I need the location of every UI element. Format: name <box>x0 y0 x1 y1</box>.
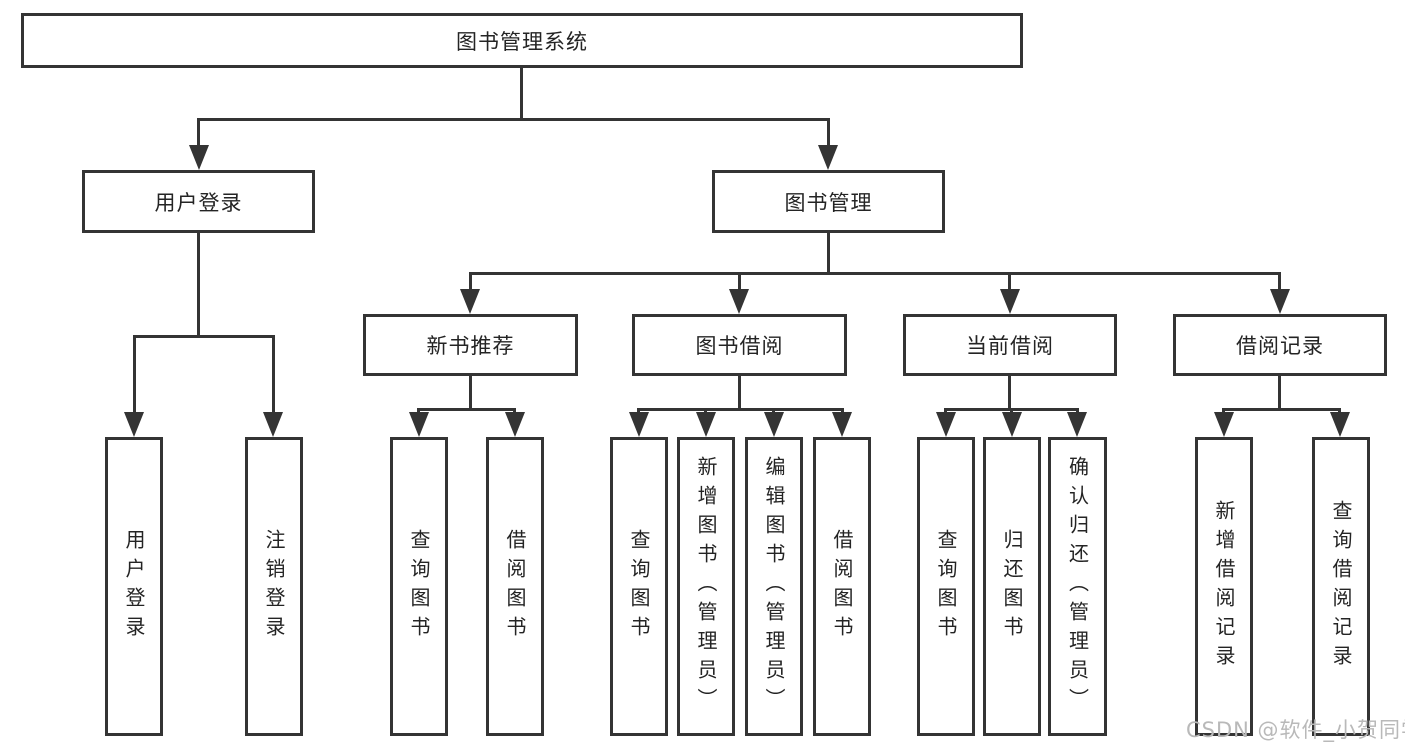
node-label: 借阅记录 <box>1236 334 1324 358</box>
leaf-user-login: 用户登录 <box>105 437 163 736</box>
leaf-query-books-recommend: 查询图书 <box>390 437 448 736</box>
node-book-borrowing: 图书借阅 <box>632 314 847 376</box>
node-label: 编辑图书（管理员） <box>762 456 786 717</box>
node-label: 查询图书 <box>934 528 958 645</box>
node-root-library-system: 图书管理系统 <box>21 13 1023 68</box>
tree-edge <box>1222 408 1341 411</box>
node-borrowing-records: 借阅记录 <box>1173 314 1387 376</box>
leaf-borrow-books-borrowing: 借阅图书 <box>813 437 871 736</box>
leaf-add-book-admin: 新增图书（管理员） <box>677 437 735 736</box>
tree-edge <box>133 335 136 414</box>
node-label: 确认归还（管理员） <box>1065 456 1090 717</box>
tree-edge <box>841 408 844 415</box>
leaf-add-borrow-record: 新增借阅记录 <box>1195 437 1253 736</box>
tree-edge <box>1222 408 1225 415</box>
arrow-down-icon <box>263 412 283 437</box>
node-label: 查询图书 <box>407 528 431 645</box>
tree-edge <box>469 272 1281 275</box>
node-label: 新增图书（管理员） <box>694 456 718 717</box>
tree-edge <box>1076 408 1079 415</box>
arrow-down-icon <box>764 412 784 437</box>
arrow-down-icon <box>409 412 429 437</box>
tree-edge <box>637 408 843 411</box>
tree-edge <box>704 408 707 415</box>
tree-edge <box>417 408 516 411</box>
tree-edge <box>197 118 200 147</box>
arrow-down-icon <box>729 289 749 314</box>
arrow-down-icon <box>1000 289 1020 314</box>
tree-edge <box>827 233 830 272</box>
tree-edge <box>197 118 830 121</box>
tree-edge <box>520 68 523 118</box>
tree-edge <box>469 272 472 291</box>
node-current-borrowing: 当前借阅 <box>903 314 1117 376</box>
leaf-logout: 注销登录 <box>245 437 303 736</box>
node-new-book-recommendation: 新书推荐 <box>363 314 578 376</box>
leaf-query-borrow-record: 查询借阅记录 <box>1312 437 1370 736</box>
arrow-down-icon <box>936 412 956 437</box>
arrow-down-icon <box>124 412 144 437</box>
tree-edge <box>417 408 420 415</box>
arrow-down-icon <box>1330 412 1350 437</box>
tree-edge <box>637 408 640 415</box>
arrow-down-icon <box>629 412 649 437</box>
node-label: 图书管理系统 <box>456 29 588 54</box>
tree-edge <box>1278 376 1281 408</box>
node-label: 注销登录 <box>262 528 286 645</box>
node-label: 用户登录 <box>122 528 146 645</box>
node-label: 查询借阅记录 <box>1329 499 1353 674</box>
tree-edge <box>738 376 741 408</box>
leaf-borrow-books-recommend: 借阅图书 <box>486 437 544 736</box>
arrow-down-icon <box>818 145 838 170</box>
tree-edge <box>133 335 275 338</box>
tree-edge <box>1008 272 1011 291</box>
node-label: 查询图书 <box>627 528 651 645</box>
tree-edge <box>197 233 200 335</box>
node-label: 借阅图书 <box>503 528 527 645</box>
csdn-watermark: CSDN @软件_小贺同学 <box>1186 718 1405 742</box>
node-label: 归还图书 <box>1000 528 1024 645</box>
node-label: 用户登录 <box>154 190 243 215</box>
tree-edge <box>513 408 516 415</box>
node-label: 新增借阅记录 <box>1212 499 1236 674</box>
arrow-down-icon <box>1067 412 1087 437</box>
node-book-management: 图书管理 <box>712 170 945 233</box>
tree-edge <box>827 118 830 147</box>
node-label: 借阅图书 <box>830 528 854 645</box>
arrow-down-icon <box>189 145 209 170</box>
leaf-confirm-return-admin: 确认归还（管理员） <box>1048 437 1107 736</box>
leaf-query-books-borrowing: 查询图书 <box>610 437 668 736</box>
arrow-down-icon <box>1002 412 1022 437</box>
arrow-down-icon <box>1214 412 1234 437</box>
arrow-down-icon <box>832 412 852 437</box>
tree-edge <box>772 408 775 415</box>
tree-edge <box>1338 408 1341 415</box>
leaf-return-book: 归还图书 <box>983 437 1041 736</box>
tree-edge <box>1008 376 1011 408</box>
tree-edge <box>469 376 472 408</box>
node-label: 图书借阅 <box>695 334 784 358</box>
tree-edge <box>1278 272 1281 291</box>
arrow-down-icon <box>460 289 480 314</box>
node-user-login: 用户登录 <box>82 170 315 233</box>
arrow-down-icon <box>505 412 525 437</box>
node-label: 新书推荐 <box>426 334 515 358</box>
arrow-down-icon <box>696 412 716 437</box>
arrow-down-icon <box>1270 289 1290 314</box>
tree-edge <box>944 408 947 415</box>
leaf-query-books-current: 查询图书 <box>917 437 975 736</box>
tree-edge <box>738 272 741 291</box>
tree-edge <box>272 335 275 414</box>
leaf-edit-book-admin: 编辑图书（管理员） <box>745 437 803 736</box>
tree-edge <box>1010 408 1013 415</box>
node-label: 图书管理 <box>784 190 873 215</box>
node-label: 当前借阅 <box>966 334 1054 358</box>
